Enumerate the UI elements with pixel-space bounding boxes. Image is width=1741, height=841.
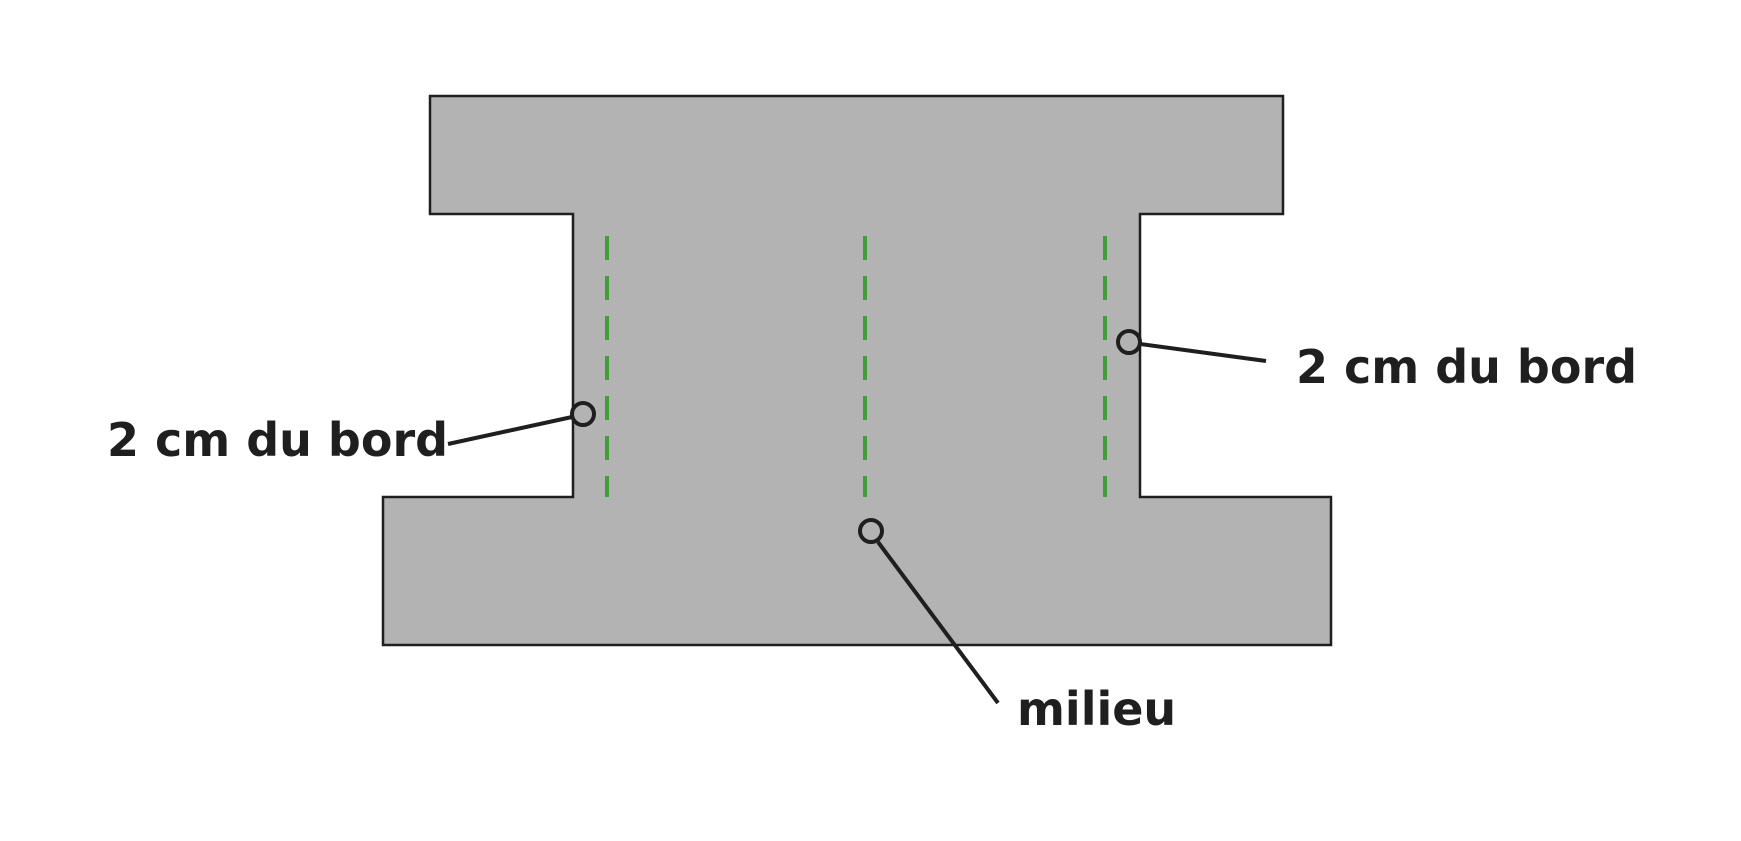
label-left-edge: 2 cm du bord <box>107 413 448 467</box>
marker-right <box>1116 329 1142 355</box>
fabric-shape <box>381 94 1333 647</box>
label-right-edge: 2 cm du bord <box>1296 340 1637 394</box>
label-middle: milieu <box>1017 682 1176 736</box>
marker-middle <box>858 518 884 544</box>
leader-line-right <box>1139 342 1267 363</box>
leader-line-left <box>447 415 573 446</box>
marker-left <box>570 401 596 427</box>
leader-line-middle <box>876 540 1000 705</box>
